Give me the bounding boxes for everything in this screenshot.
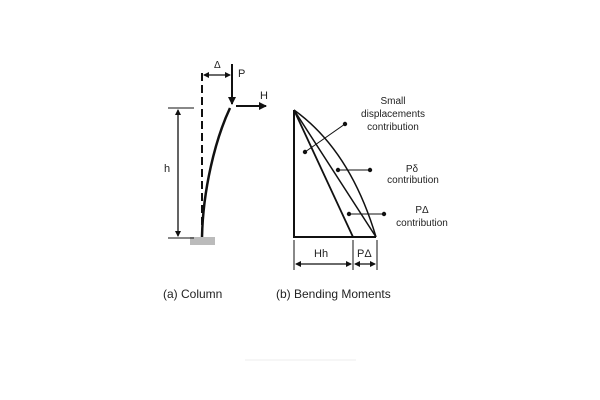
p-delta-small-curve: [293, 109, 377, 238]
load-p-label: P: [238, 68, 245, 80]
moment-triangle: [293, 110, 376, 238]
small-leader: [304, 123, 346, 153]
p-delta-small-text: contribution: [387, 175, 439, 186]
leader-dot: [302, 149, 308, 155]
small-label-1: Small: [380, 96, 405, 107]
p-delta-small-label: Pδ: [406, 164, 419, 175]
p-delta-moment-line: [293, 109, 377, 238]
leader-dot: [346, 211, 352, 217]
leader-dot: [381, 211, 387, 217]
column-figure: Δ P H h (a) Column: [163, 60, 268, 301]
small-label-3: contribution: [367, 122, 419, 133]
leader-dot: [335, 167, 341, 173]
p-delta-large-text: contribution: [396, 218, 448, 229]
first-order-moment-line: [293, 109, 354, 238]
moments-figure: Hh PΔ Small displacements contribution P…: [276, 96, 448, 301]
column-caption: (a) Column: [163, 287, 222, 301]
leader-dot: [367, 167, 373, 173]
moments-caption: (b) Bending Moments: [276, 287, 391, 301]
deflected-column: [200, 107, 232, 238]
p-delta-large-label: PΔ: [415, 205, 429, 216]
pdelta-dim-label: PΔ: [357, 248, 372, 260]
small-label-2: displacements: [361, 109, 425, 120]
leader-dot: [342, 121, 348, 127]
hh-label: Hh: [314, 248, 328, 260]
column-base: [190, 237, 215, 245]
load-h-label: H: [260, 90, 268, 102]
height-label: h: [164, 163, 170, 175]
delta-label: Δ: [214, 60, 221, 71]
